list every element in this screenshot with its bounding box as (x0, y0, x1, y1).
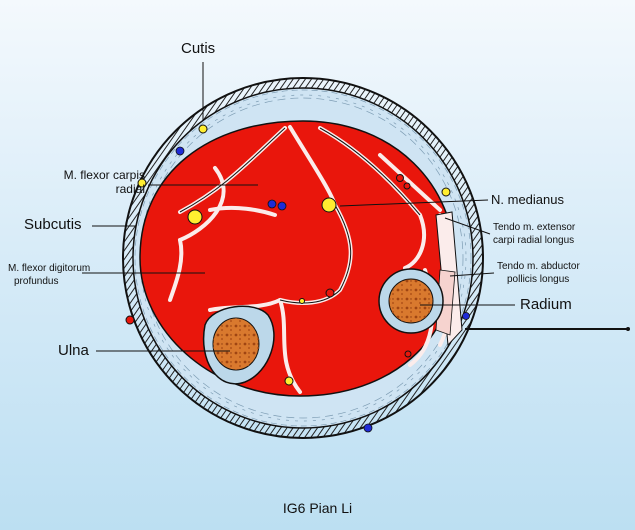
label-tendo-abductor-line2: pollicis longus (507, 274, 570, 285)
label-tendo-extensor-line2: carpi radial longus (493, 235, 575, 246)
label-tendo-extensor: Tendo m. extensor carpi radial longus (493, 221, 575, 247)
label-ulna: Ulna (58, 342, 89, 359)
label-flexor-digitorum-line2: profundus (14, 276, 59, 287)
label-flexor-carpi-radial: M. flexor carpis radial (64, 168, 145, 196)
label-flexor-digitorum-line1: M. flexor digitorum (8, 263, 91, 274)
subcutis-texture (134, 89, 472, 427)
label-subcutis: Subcutis (24, 216, 82, 233)
label-n-medianus: N. medianus (491, 192, 564, 207)
label-cutis: Cutis (181, 40, 216, 57)
label-flexor-carpi-radial-line1: M. flexor carpis (63, 168, 145, 182)
veins (175, 146, 470, 433)
arteries (125, 174, 412, 358)
ulna-bone (202, 305, 275, 385)
label-flexor-carpi-radial-line2: radial (115, 182, 145, 196)
label-tendo-extensor-line1: Tendo m. extensor (493, 222, 576, 233)
label-flexor-digitorum-profundus: M. flexor digitorum profundus (8, 262, 90, 288)
label-tendo-abductor: Tendo m. abductor pollicis longus (497, 260, 580, 286)
label-tendo-abductor-line1: Tendo m. abductor (497, 261, 580, 272)
author-credit: IG6 Pian Li (282, 500, 353, 516)
radius-bone (378, 268, 444, 334)
nerves (137, 124, 451, 386)
label-radium: Radium (520, 296, 572, 313)
leader-lines (82, 62, 628, 352)
